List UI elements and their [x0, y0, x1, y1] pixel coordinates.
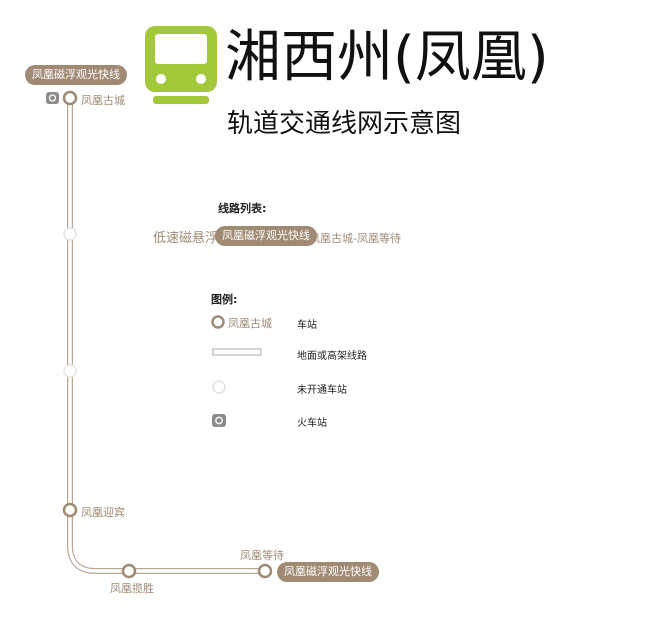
line-route: 凤凰古城-凤凰等待	[309, 232, 401, 245]
line-terminal-label-start[interactable]: 凤凰磁浮观光快线	[25, 65, 127, 85]
line-type: 低速磁悬浮	[153, 231, 219, 246]
legend-station-icon	[211, 315, 225, 329]
legend-item: 火车站	[297, 418, 327, 429]
station-marker	[62, 90, 78, 106]
legend-station-sample: 凤凰古城	[228, 317, 272, 330]
unopened-station	[63, 364, 77, 378]
station-label[interactable]: 凤凰迎宾	[81, 506, 125, 519]
unopened-station	[63, 227, 77, 241]
page-subtitle: 轨道交通线网示意图	[227, 109, 462, 139]
page-title: 湘西州(凤凰)	[225, 25, 549, 90]
railway-station-icon	[46, 92, 59, 104]
line-track-outer	[67, 98, 265, 574]
line-track-inner	[68, 98, 265, 573]
station-marker	[257, 563, 273, 579]
line-list-item[interactable]: 凤凰磁浮观光快线	[215, 226, 317, 246]
station-label[interactable]: 凤凰等待	[240, 549, 284, 562]
station-label[interactable]: 凤凰揽胜	[110, 582, 154, 595]
legend-unopened-icon	[212, 380, 226, 394]
legend-railway-icon	[212, 414, 226, 427]
legend-item: 地面或高架线路	[297, 351, 367, 362]
line-terminal-label-end[interactable]: 凤凰磁浮观光快线	[277, 562, 379, 582]
train-icon	[145, 26, 217, 104]
line-list-title: 线路列表:	[218, 202, 267, 215]
station-marker	[62, 502, 78, 518]
station-label[interactable]: 凤凰古城	[81, 94, 125, 107]
legend-title: 图例:	[211, 293, 238, 306]
legend-line-icon	[212, 348, 262, 356]
legend-item: 未开通车站	[297, 385, 347, 396]
station-marker	[121, 563, 137, 579]
legend-item: 车站	[297, 320, 317, 331]
